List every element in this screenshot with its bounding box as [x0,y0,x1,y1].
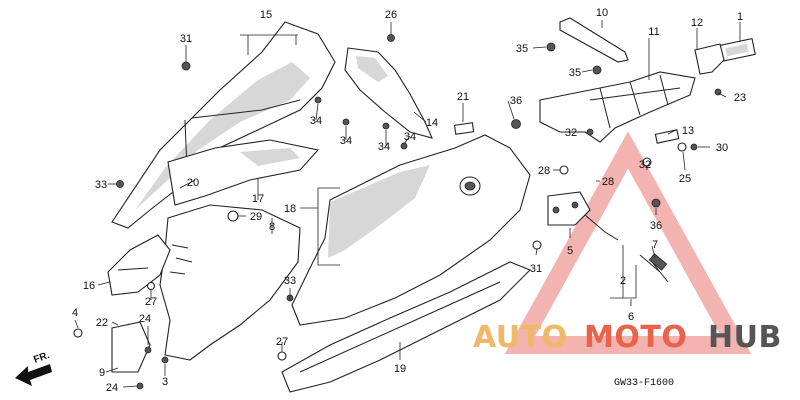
front-label: FR. [32,350,51,366]
part-7-cable [639,253,669,283]
part-22-small-cover [111,321,151,373]
callout-35a: 35 [516,43,528,55]
callout-27b: 27 [276,336,288,348]
callout-34b: 34 [340,135,352,147]
callout-11: 11 [648,26,659,38]
part-10-grab-bar [559,17,629,63]
callout-31b: 31 [530,263,542,275]
watermark-part-hub: HUB [708,320,782,355]
callout-28b: 28 [602,176,614,188]
callout-1: 1 [737,11,743,23]
callout-35b: 35 [569,67,581,79]
callout-22: 22 [96,317,108,329]
part-1-reflector [718,37,756,63]
watermark-part-auto: AUTO [473,320,568,355]
part-13-label [654,129,680,144]
callout-9: 9 [99,367,105,379]
watermark-logo: AUTO MOTO HUB [473,320,782,355]
callout-28a: 28 [538,165,550,177]
callout-14: 14 [426,117,438,129]
part-8-center-cover [159,204,301,361]
fastener-bolts [73,34,722,390]
callout-13: 13 [682,125,694,137]
part-12-reflector-bracket [694,43,725,75]
callout-31a: 31 [180,33,192,45]
callout-33b: 33 [284,275,296,287]
callout-34c: 34 [378,141,390,153]
callout-36a: 36 [510,95,522,107]
callout-8: 8 [269,221,275,233]
leader-lines [74,20,741,388]
callout-29: 29 [250,211,262,223]
callout-17: 17 [252,193,264,205]
part-14-inner-bracket [344,47,433,139]
callout-4: 4 [72,307,78,319]
callout-18: 18 [284,203,296,215]
callout-labels: 1 2 3 4 5 6 7 8 9 10 11 12 13 14 15 16 1… [72,7,746,394]
watermark-triangle [504,131,752,354]
callout-24b: 24 [106,382,118,394]
front-direction-arrow: FR. [15,350,52,386]
part-15-upper-side-cover [111,21,336,229]
part-21-label [453,122,475,135]
part-16-lower-side-cover [107,234,171,296]
callout-2: 2 [620,275,626,287]
callout-5: 5 [567,245,573,257]
callout-15: 15 [260,9,272,21]
callout-3: 3 [162,376,168,388]
callout-34a: 34 [310,115,322,127]
part-18-main-body-cover [291,134,531,326]
callout-25: 25 [679,173,691,185]
callout-24a: 24 [139,313,151,325]
part-5-latch [547,191,619,241]
callout-12: 12 [691,17,703,29]
callout-21: 21 [457,91,469,103]
callout-6: 6 [628,311,634,323]
callout-33a: 33 [95,179,107,191]
callout-34d: 34 [404,131,416,143]
callout-23: 23 [734,92,746,104]
callout-20: 20 [187,177,199,189]
callout-7: 7 [652,239,658,251]
part-19-lower-long-cover [281,261,531,393]
diagram-code: GW33-F1600 [614,378,674,389]
part-17-inner-plate [167,139,320,206]
callout-32b: 32 [639,159,651,171]
callout-27a: 27 [145,296,157,308]
watermark-part-moto: MOTO [584,320,687,355]
callout-26: 26 [385,9,397,21]
part-11-rear-carrier [539,71,696,143]
callout-30: 30 [716,142,728,154]
callout-36b: 36 [650,220,662,232]
callout-10: 10 [596,7,608,19]
callout-32a: 32 [565,127,577,139]
callout-16: 16 [83,280,95,292]
callout-19: 19 [394,363,406,375]
